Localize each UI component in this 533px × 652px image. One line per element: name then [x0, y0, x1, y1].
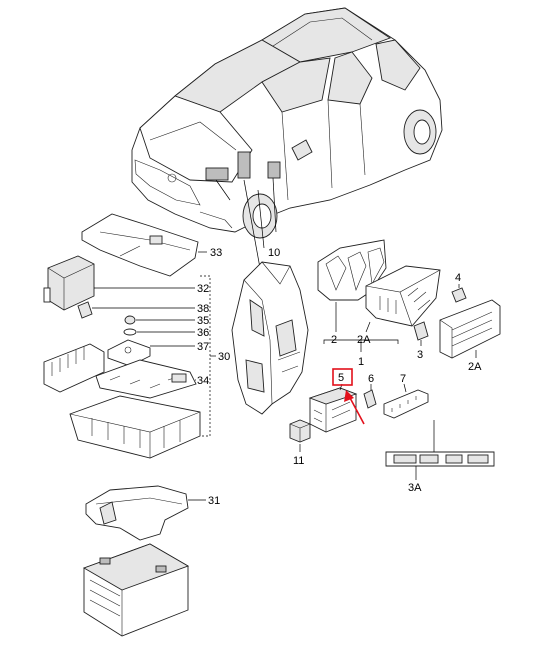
- callout-7: 7: [400, 373, 406, 385]
- callout-33: 33: [210, 247, 222, 259]
- part-37-bracket: [107, 339, 151, 367]
- callout-34: 34: [197, 375, 209, 387]
- part-32-module: [43, 255, 95, 311]
- battery: [82, 543, 190, 637]
- fuse-box-tray: [69, 395, 201, 459]
- part-4-fuse: [451, 287, 467, 303]
- callout-6: 6: [368, 373, 374, 385]
- part-34-busbar: [95, 359, 197, 399]
- part-38-clip: [77, 301, 93, 319]
- callout-31: 31: [208, 495, 220, 507]
- callout-1: 1: [358, 356, 364, 368]
- callout-30: 30: [218, 351, 230, 363]
- part-2a-fuse-block: [365, 265, 441, 327]
- callout-32: 32: [197, 283, 209, 295]
- callout-37: 37: [197, 341, 209, 353]
- callout-11: 11: [293, 455, 304, 467]
- part-2a-large-fuse-block: [439, 299, 501, 359]
- highlight-arrow: [348, 395, 365, 425]
- part-36-washer: [123, 328, 137, 336]
- part-33-cover: [81, 213, 199, 277]
- callout-5: 5: [338, 372, 344, 384]
- fuse-strip: [43, 343, 105, 393]
- callout-35: 35: [197, 315, 209, 327]
- part-7-fuse-strip: [383, 389, 429, 419]
- part-35-nut: [124, 315, 136, 325]
- highlight-box-part-5: [332, 368, 353, 386]
- part-11-relay: [289, 419, 311, 443]
- callout-3a: 3A: [408, 482, 422, 494]
- callout-2a-right: 2A: [468, 361, 482, 373]
- part-3a-bus-strip: [385, 451, 495, 467]
- highlight-arrow-head: [344, 390, 354, 402]
- part-31-bracket: [85, 485, 189, 541]
- part-6-fuse: [363, 389, 377, 409]
- car-illustration: [131, 7, 443, 239]
- callout-2a-mid: 2A: [357, 334, 371, 346]
- callout-10: 10: [268, 247, 280, 259]
- part-3-relay: [413, 321, 429, 341]
- part-10-carrier: [231, 261, 309, 415]
- callout-36: 36: [197, 327, 209, 339]
- callout-38: 38: [197, 303, 209, 315]
- callout-3: 3: [417, 349, 423, 361]
- callout-4: 4: [455, 272, 461, 284]
- callout-2: 2: [331, 334, 337, 346]
